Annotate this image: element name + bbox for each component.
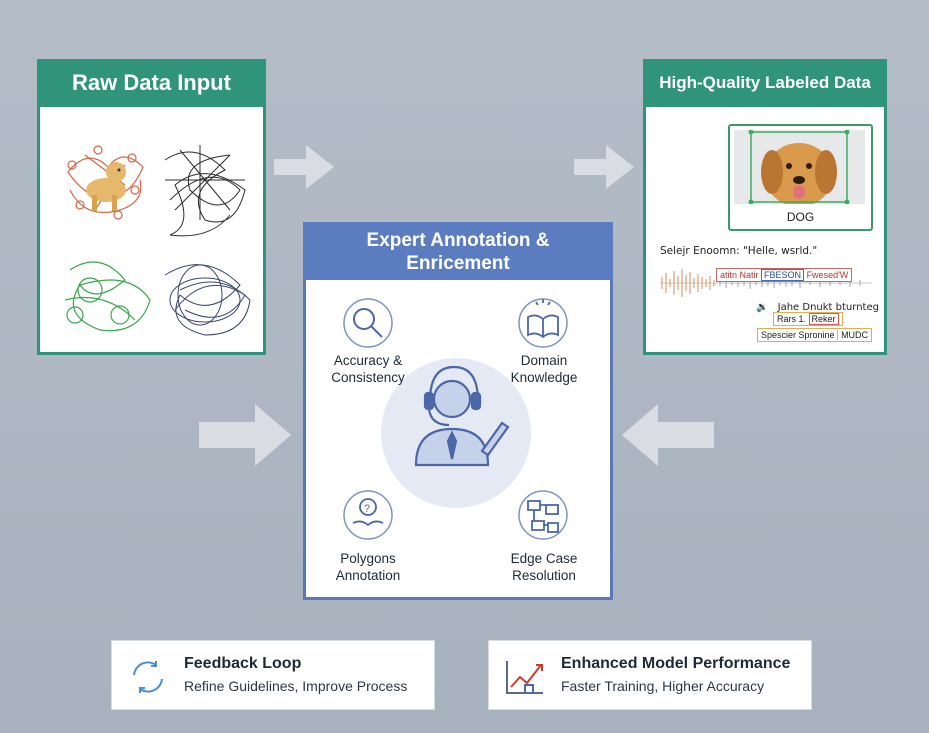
tag-text: Rars 1. [777, 314, 807, 324]
annotator-icon [414, 365, 510, 467]
raw-data-title: Raw Data Input [37, 59, 266, 107]
expert-annotation-title: Expert Annotation & Enricement [303, 222, 613, 280]
feedback-loop-title: Feedback Loop [184, 655, 302, 672]
quality-line: Consistency [331, 370, 405, 385]
quality-line: Knowledge [510, 370, 578, 385]
side-line: Jahe Dnukt bturnteg [777, 302, 879, 313]
tag-text: Spescier Spronine [761, 330, 835, 340]
quality-line: Accuracy & [333, 353, 403, 368]
svg-text:?: ? [364, 503, 370, 515]
speaker-icon: 🔉 [756, 302, 769, 313]
dog-sketch-icon [86, 162, 126, 211]
transcript-tag-2: Rars 1. Reker [773, 312, 843, 326]
speaker-icon-line: 🔉 Jahe Dnukt bturnteg [756, 302, 879, 313]
feedback-loop-card: Feedback Loop Refine Guidelines, Improve… [111, 640, 435, 710]
dog-photo-icon [734, 130, 865, 204]
quality-edge-case: Edge Case Resolution [484, 550, 604, 584]
feedback-loop-subtitle: Refine Guidelines, Improve Process [184, 678, 408, 694]
tag-text: atitn Natir [720, 270, 759, 280]
model-performance-card: Enhanced Model Performance Faster Traini… [488, 640, 812, 710]
tag-text: MUDC [837, 330, 869, 340]
tag-text: Fwesed'W [806, 270, 849, 280]
expert-title-line1: Expert Annotation & [366, 230, 550, 251]
model-performance-subtitle: Faster Training, Higher Accuracy [561, 678, 765, 694]
expert-annotation-panel: Expert Annotation & Enricement [303, 222, 613, 600]
book-icon [518, 298, 568, 348]
quality-line: Annotation [335, 568, 401, 583]
annotator-illustration: ? [343, 298, 568, 540]
refresh-cycle-icon [133, 661, 163, 693]
arrow-right-icon [574, 145, 634, 189]
navy-scribble-icon [164, 264, 251, 336]
tag-text: FBESON [761, 269, 805, 281]
quality-polygons: Polygons Annotation [308, 550, 428, 584]
green-scribble-icon [64, 261, 151, 332]
raw-data-illustration [64, 145, 251, 336]
quality-line: Edge Case [510, 551, 578, 566]
arrow-left-icon [622, 404, 714, 466]
magnifier-icon [343, 298, 393, 348]
arrow-right-icon [199, 404, 291, 466]
question-book-icon: ? [343, 490, 393, 540]
expert-title-line2: Enricement [406, 253, 510, 274]
transcript-tag-3: Spescier Spronine MUDC [757, 328, 873, 342]
flowchart-icon [518, 490, 568, 540]
quality-line: Polygons [340, 551, 396, 566]
arrow-right-icon [274, 145, 334, 189]
quality-domain: Domain Knowledge [484, 352, 604, 386]
transcript-tag-1: atitn Natir FBESON Fwesed'W [716, 268, 853, 282]
black-scribble-icon [164, 145, 246, 237]
speech-transcript: Selejr Enoomn: "Helle, wsrld." [660, 245, 818, 257]
waveform-icon [660, 269, 872, 297]
quality-line: Domain [520, 353, 568, 368]
tag-text: Reker [808, 313, 839, 325]
quality-accuracy: Accuracy & Consistency [308, 352, 428, 386]
model-performance-title: Enhanced Model Performance [561, 655, 791, 672]
bounding-box-frame: DOG [728, 124, 873, 231]
growth-chart-icon [506, 661, 543, 694]
raw-data-panel: Raw Data Input [37, 59, 266, 355]
image-label: DOG [786, 210, 815, 224]
labeled-data-panel: High-Quality Labeled Data DOG Selejr Eno… [643, 59, 887, 355]
quality-line: Resolution [512, 568, 576, 583]
labeled-data-title: High-Quality Labeled Data [643, 59, 887, 107]
